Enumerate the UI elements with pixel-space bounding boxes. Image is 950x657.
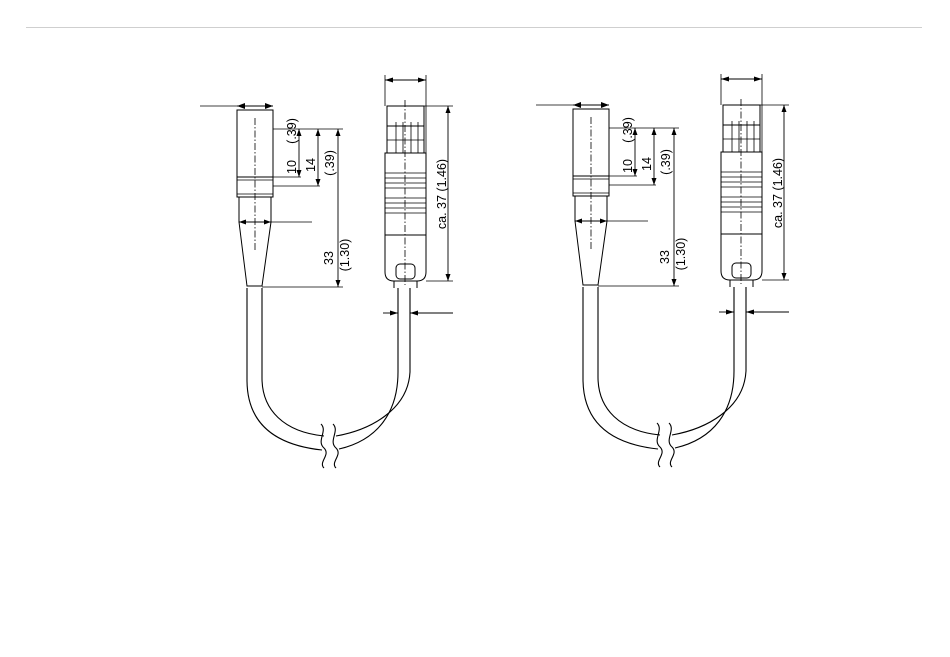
dim-10-label: 10 — [285, 160, 299, 174]
assembly-right: 10 (.39) 14 (.39) 33 (1.30) ca. 37 (1.46… — [536, 74, 789, 467]
dim-10-label: 10 — [621, 159, 635, 173]
dim-37-label: ca. 37 (1.46) — [435, 159, 449, 229]
dim-33-label: 33 — [322, 251, 336, 265]
dim-33-label: 33 — [658, 250, 672, 264]
dim-14-inch-label: (.39) — [323, 150, 337, 176]
assembly-left: 10 (.39) 14 (.39) 33 (1.30) ca. 37 (1.46… — [200, 75, 453, 468]
dim-33-inch-label: (1.30) — [674, 238, 688, 271]
dim-14-inch-label: (.39) — [659, 149, 673, 175]
dim-10-inch-label: (.39) — [621, 117, 635, 143]
dim-14-label: 14 — [304, 158, 318, 172]
dim-10-inch-label: (.39) — [285, 118, 299, 144]
dim-37-label: ca. 37 (1.46) — [771, 158, 785, 228]
dim-33-inch-label: (1.30) — [338, 239, 352, 272]
dim-14-label: 14 — [640, 157, 654, 171]
